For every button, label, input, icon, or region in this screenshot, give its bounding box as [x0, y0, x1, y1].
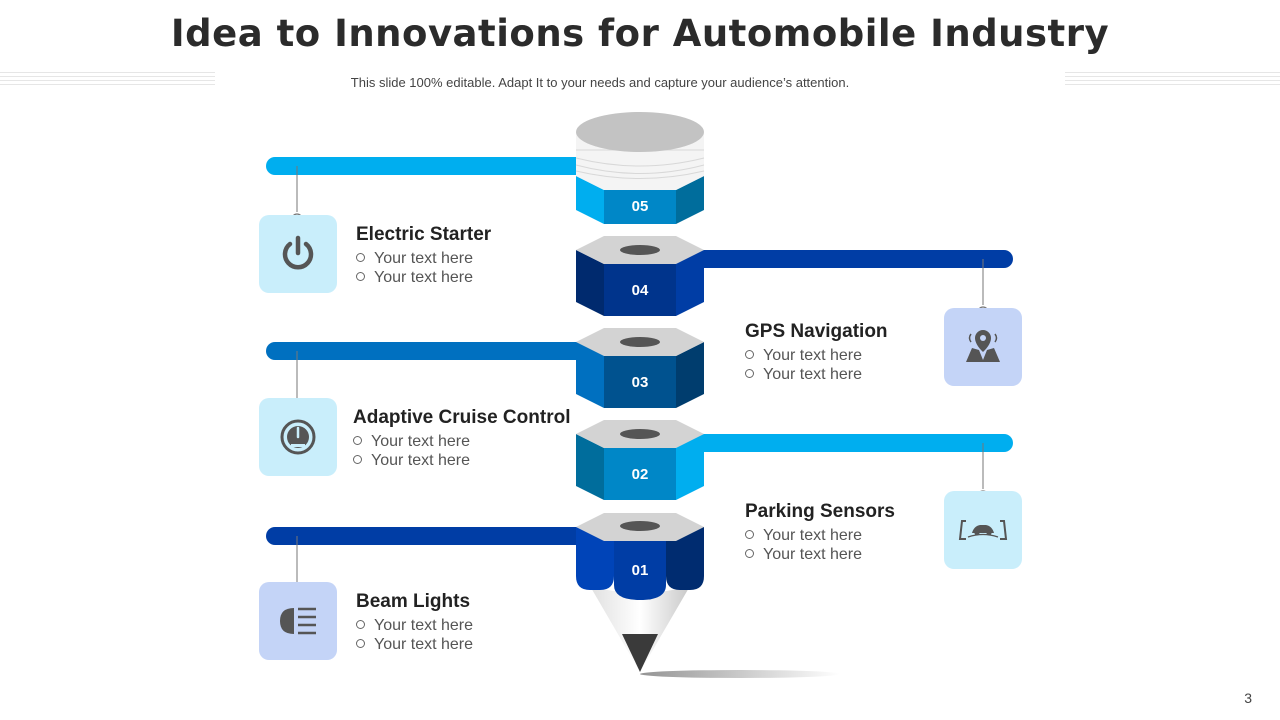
- bullet-item: Your text here: [356, 249, 491, 268]
- slide-subtitle: This slide 100% editable. Adapt It to yo…: [350, 75, 850, 90]
- page-number: 3: [1244, 690, 1252, 706]
- card-parking-sensors: Parking Sensors Your text here Your text…: [745, 501, 895, 564]
- card-title: Electric Starter: [356, 224, 492, 245]
- pencil-segment-04: 04: [576, 236, 704, 316]
- decorative-lines-right: [1065, 72, 1280, 90]
- headlight-icon: [280, 607, 316, 635]
- pencil-segment-01: 01: [576, 513, 704, 600]
- bullet-item: Your text here: [353, 432, 570, 451]
- speedometer-icon: [280, 419, 316, 455]
- segment-number-03: 03: [632, 374, 649, 391]
- card-title: Adaptive Cruise Control: [353, 407, 571, 428]
- power-icon: [282, 235, 314, 270]
- card-gps-navigation: GPS Navigation Your text here Your text …: [745, 321, 888, 384]
- bullet-item: Your text here: [745, 365, 888, 384]
- decorative-lines-left: [0, 72, 215, 90]
- parking-sensor-icon: [958, 520, 1008, 540]
- bullet-item: Your text here: [356, 635, 473, 654]
- parking-sensors-icon-box: [944, 491, 1022, 569]
- bullet-item: Your text here: [745, 545, 895, 564]
- bullet-item: Your text here: [745, 526, 895, 545]
- pencil-segment-05: 05: [575, 112, 705, 224]
- pencil-segment-02: 02: [576, 420, 704, 500]
- segment-number-02: 02: [632, 466, 649, 483]
- bullet-item: Your text here: [356, 268, 491, 287]
- card-title: Beam Lights: [356, 591, 471, 612]
- card-beam-lights: Beam Lights Your text here Your text her…: [356, 591, 473, 654]
- bullet-item: Your text here: [353, 451, 570, 470]
- gps-navigation-icon-box: [944, 308, 1022, 386]
- pencil-tip: [590, 586, 690, 672]
- card-title: GPS Navigation: [745, 321, 888, 342]
- gps-map-icon: [966, 330, 1000, 362]
- pencil-shadow: [640, 670, 840, 678]
- pencil-segment-03: 03: [576, 328, 704, 408]
- segment-number-04: 04: [632, 282, 649, 299]
- card-adaptive-cruise-control: Adaptive Cruise Control Your text here Y…: [353, 407, 570, 470]
- electric-starter-icon-box: [259, 215, 337, 293]
- card-electric-starter: Electric Starter Your text here Your tex…: [356, 224, 491, 287]
- slide-title: Idea to Innovations for Automobile Indus…: [170, 12, 1110, 55]
- bullet-item: Your text here: [356, 616, 473, 635]
- bullet-item: Your text here: [745, 346, 888, 365]
- beam-lights-icon-box: [259, 582, 337, 660]
- card-title: Parking Sensors: [745, 501, 895, 522]
- segment-number-01: 01: [632, 562, 649, 579]
- segment-number-05: 05: [632, 198, 649, 215]
- cruise-control-icon-box: [259, 398, 337, 476]
